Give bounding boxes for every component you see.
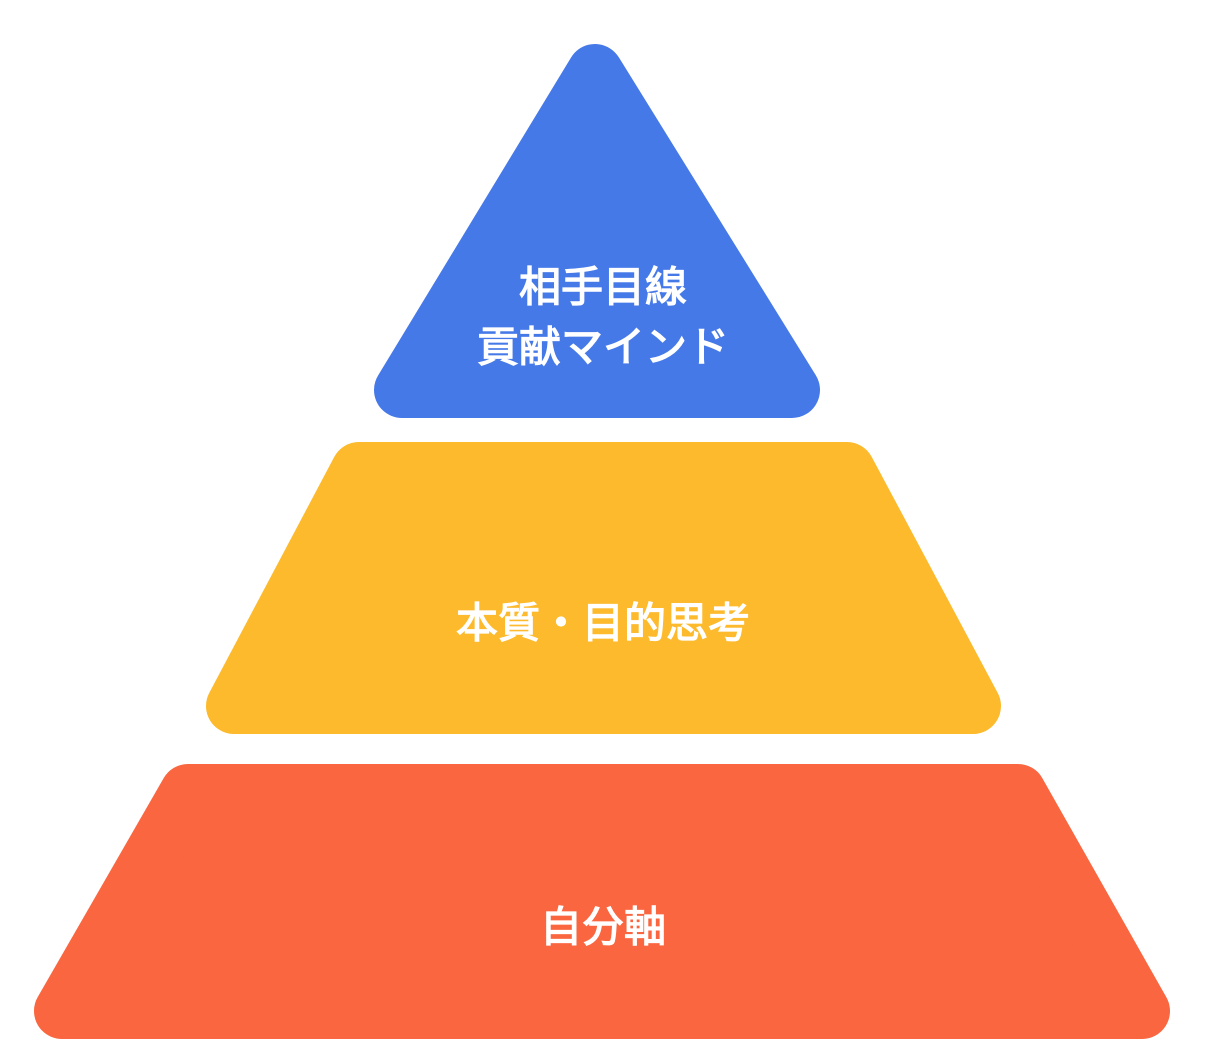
tier-top-shape [374, 44, 820, 418]
tier-middle-shape [206, 442, 1001, 734]
pyramid-tier-bottom: 自分軸 [34, 764, 1170, 1039]
tier-bottom-label: 自分軸 [540, 903, 666, 952]
tier-top-label-line-2: 貢献マインド [477, 323, 729, 372]
tier-middle-label: 本質・目的思考 [456, 599, 750, 648]
tier-top-label-line-1: 相手目線 [519, 263, 687, 312]
pyramid-tier-top: 相手目線 貢献マインド [374, 44, 820, 418]
pyramid-tier-middle: 本質・目的思考 [206, 442, 1001, 734]
tier-bottom-shape [34, 764, 1170, 1039]
